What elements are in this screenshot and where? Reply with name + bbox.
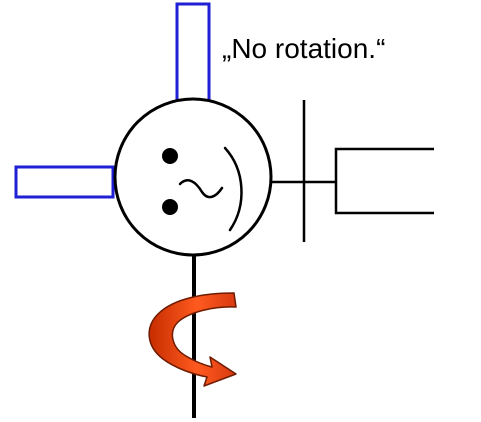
left-blue-bar (16, 167, 113, 197)
right-bracket (336, 149, 434, 213)
face-circle (115, 99, 271, 255)
upper-eye-dot (162, 148, 178, 164)
caption-text: „No rotation.“ (222, 33, 385, 64)
lower-eye-dot (162, 199, 178, 215)
top-blue-bar (177, 4, 209, 102)
